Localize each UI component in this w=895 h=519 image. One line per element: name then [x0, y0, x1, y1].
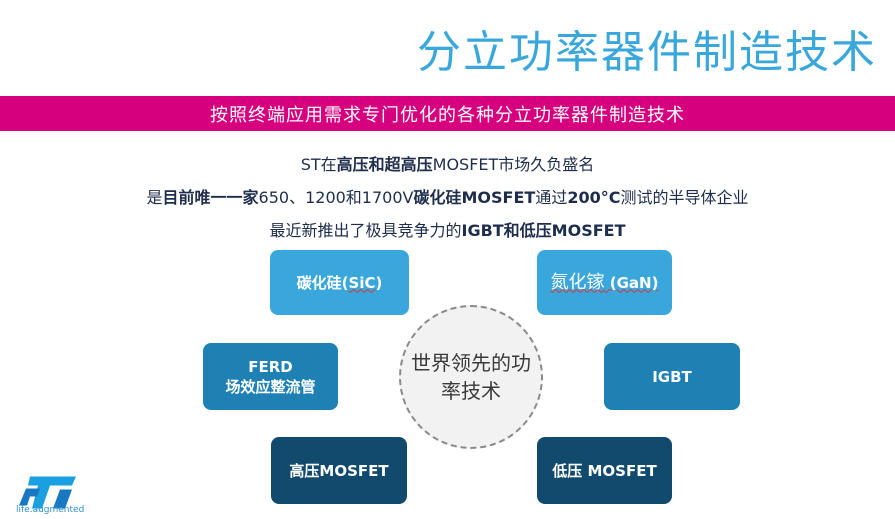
logo-tagline: life.augmented — [16, 505, 85, 515]
igbt-technology-box: IGBT — [604, 343, 740, 410]
line2-c: 650、1200和1700V — [258, 188, 414, 207]
ferd-line2: 场效应整流管 — [225, 377, 316, 396]
gan-label: 氮化镓 (GaN) — [550, 271, 659, 293]
line1-c: MOSFET市场久负盛名 — [432, 155, 595, 174]
line3-b: IGBT和低压MOSFET — [461, 221, 626, 240]
line1-b: 高压和超高压 — [336, 155, 433, 174]
statement-line-3: 最近新推出了极具竞争力的IGBT和低压MOSFET — [0, 217, 895, 241]
high-voltage-mosfet-box: 高压MOSFET — [271, 437, 407, 504]
gan-mid: (GaN) — [604, 273, 659, 292]
center-circle: 世界领先的功率技术 — [399, 305, 543, 449]
line2-f: 200°C — [567, 188, 621, 207]
sic-post: ) — [375, 273, 383, 292]
gan-pre: 氮化镓 — [550, 271, 605, 293]
line2-b: 目前唯一一家 — [162, 188, 259, 207]
line2-d: 碳化硅MOSFET — [413, 188, 536, 207]
igbt-label: IGBT — [652, 367, 692, 386]
subtitle-banner: 按照终端应用需求专门优化的各种分立功率器件制造技术 — [0, 96, 895, 131]
sic-technology-box: 碳化硅(SiC) — [270, 250, 409, 315]
slide-title: 分立功率器件制造技术 — [417, 27, 877, 78]
ferd-line1: FERD — [248, 357, 293, 376]
ferd-technology-box: FERD 场效应整流管 — [203, 343, 338, 410]
statement-line-1: ST在高压和超高压MOSFET市场久负盛名 — [0, 151, 895, 175]
st-logo — [19, 476, 76, 509]
banner-text: 按照终端应用需求专门优化的各种分立功率器件制造技术 — [210, 104, 685, 126]
sic-mid: SiC — [348, 273, 376, 292]
line1-a: ST在 — [300, 155, 337, 174]
lv-label: 低压 MOSFET — [552, 461, 657, 480]
sic-label: 碳化硅(SiC) — [297, 273, 383, 293]
statement-line-2: 是目前唯一一家650、1200和1700V碳化硅MOSFET通过200°C测试的… — [0, 184, 895, 208]
hv-label: 高压MOSFET — [289, 461, 389, 480]
line2-e: 通过 — [535, 188, 568, 207]
line3-a: 最近新推出了极具竞争力的 — [269, 221, 462, 240]
line2-a: 是 — [146, 188, 163, 207]
gan-technology-box: 氮化镓 (GaN) — [537, 250, 672, 315]
low-voltage-mosfet-box: 低压 MOSFET — [537, 437, 672, 504]
sic-pre: 碳化硅( — [296, 273, 349, 292]
center-text: 世界领先的功率技术 — [411, 351, 531, 403]
line2-g: 测试的半导体企业 — [620, 188, 749, 207]
